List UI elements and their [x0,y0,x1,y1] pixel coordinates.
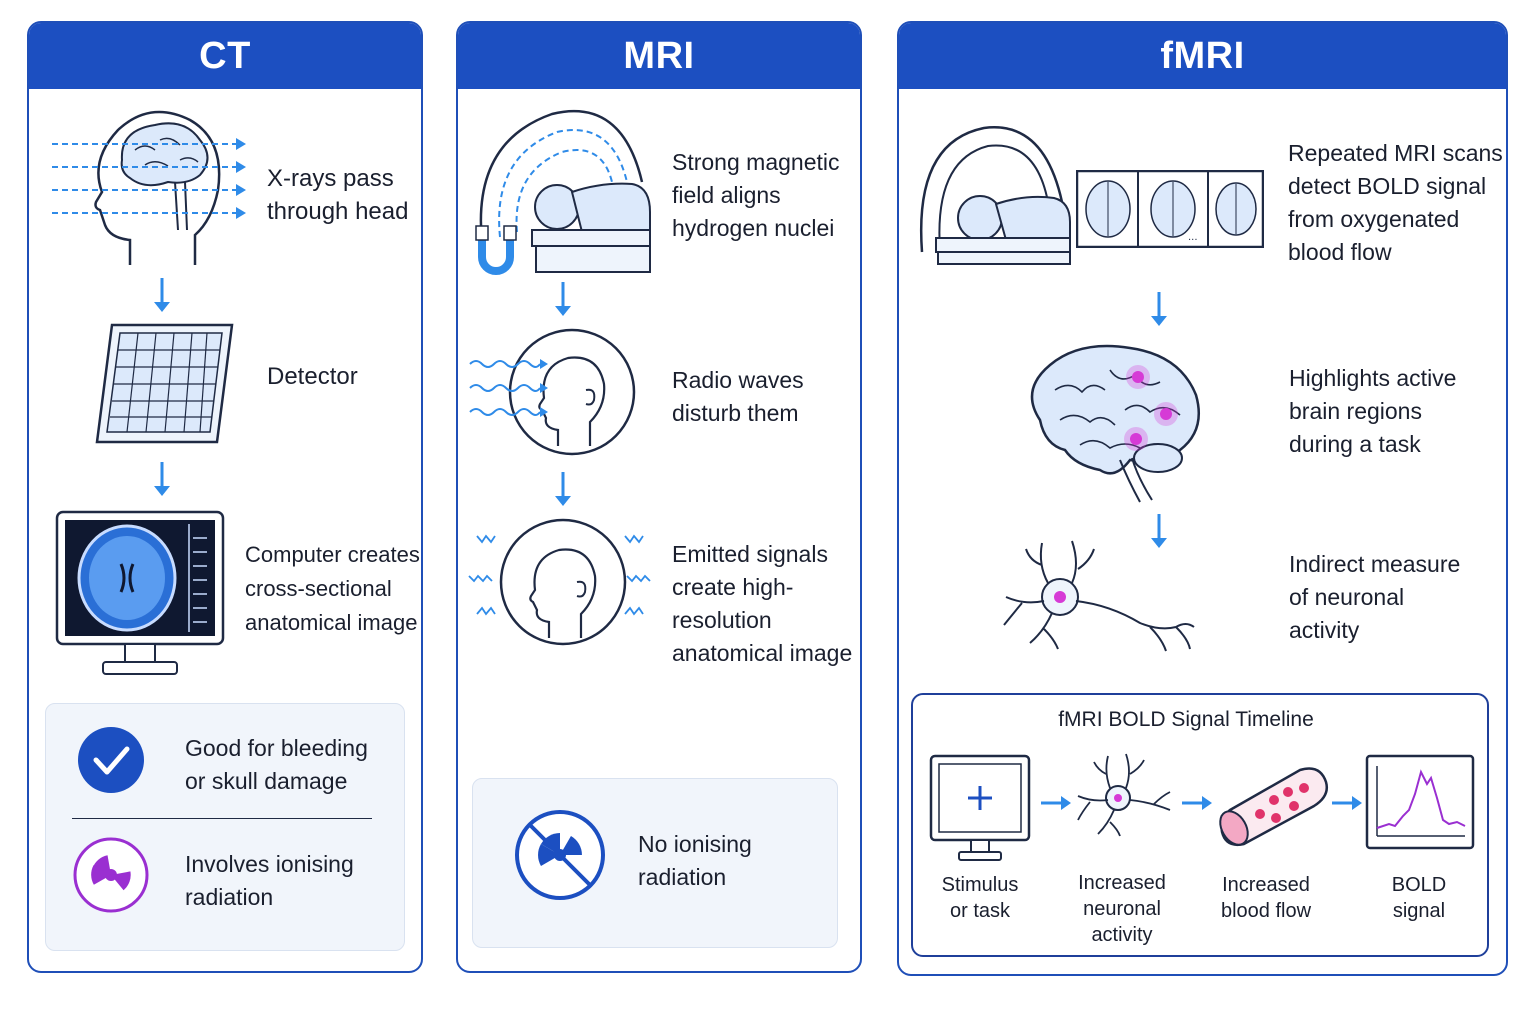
ct-step-3-text: Computer creates cross-sectional anatomi… [245,542,420,635]
fmri-arrow-2 [1151,514,1167,548]
mri-step-3-text: Emitted signals create high- resolution … [672,541,853,666]
mri-step-2-text: Radio waves disturb them [672,367,804,426]
timeline-stage-2-label: Increased neuronal activity [1078,872,1166,946]
fmri-step-1-text: Repeated MRI scans detect BOLD signal fr… [1288,140,1503,265]
small-neuron-icon [1077,753,1171,837]
checkmark-icon [78,727,144,793]
mri-arrow-2 [555,472,571,506]
timeline-arrow-1 [1041,796,1071,810]
svg-text:...: ... [1188,232,1198,243]
timeline-stage-4-label: BOLD signal [1391,874,1447,922]
radio-waves-head-icon [469,328,636,456]
mri-note-text: No ionising radiation [638,831,752,890]
fmri-arrow-1 [1151,292,1167,326]
stimulus-monitor-icon [929,754,1031,861]
computer-monitor-icon [55,510,225,675]
neuron-icon [1003,540,1195,652]
mri-step-1-text: Strong magnetic field aligns hydrogen nu… [672,149,840,241]
bold-timeline-title: fMRI BOLD Signal Timeline [1058,708,1314,731]
ct-title: CT [199,34,251,77]
mri-scanner-magnet-icon [475,109,651,275]
mri-arrow-1 [555,282,571,316]
timeline-stage-1-label: Stimulus or task [941,874,1019,922]
ct-step-1-text: X-rays pass through head [267,165,409,225]
fmri-step-2-text: Highlights active brain regions during a… [1289,365,1457,457]
mri-header: MRI [458,23,860,89]
ct-notes-divider [72,818,372,819]
timeline-stage-3-label: Increased blood flow [1220,874,1312,922]
radiation-icon [73,837,149,913]
active-brain-icon [1030,344,1200,503]
ct-con-text: Involves ionising radiation [185,851,354,910]
ct-pro-text: Good for bleeding or skull damage [185,735,368,794]
fmri-header: fMRI [899,23,1506,89]
fmri-step-3-text: Indirect measure of neuronal activity [1289,551,1461,643]
xray-head-icon [52,110,246,265]
ct-header: CT [29,23,421,89]
timeline-arrow-3 [1332,796,1362,810]
emitted-signals-head-icon [468,518,651,646]
fmri-scanner-icon [919,126,1071,265]
timeline-arrow-2 [1182,796,1212,810]
bold-signal-graph-icon [1365,754,1475,850]
ct-step-2-text: Detector [267,363,358,390]
ct-arrow-2 [154,462,170,496]
blood-vessel-icon [1219,767,1328,846]
no-radiation-icon [515,810,605,900]
fmri-title: fMRI [1160,34,1245,77]
ct-arrow-1 [154,278,170,312]
detector-icon [95,323,234,444]
mri-title: MRI [623,34,695,77]
repeated-brain-scans-icon: ... [1076,170,1264,248]
